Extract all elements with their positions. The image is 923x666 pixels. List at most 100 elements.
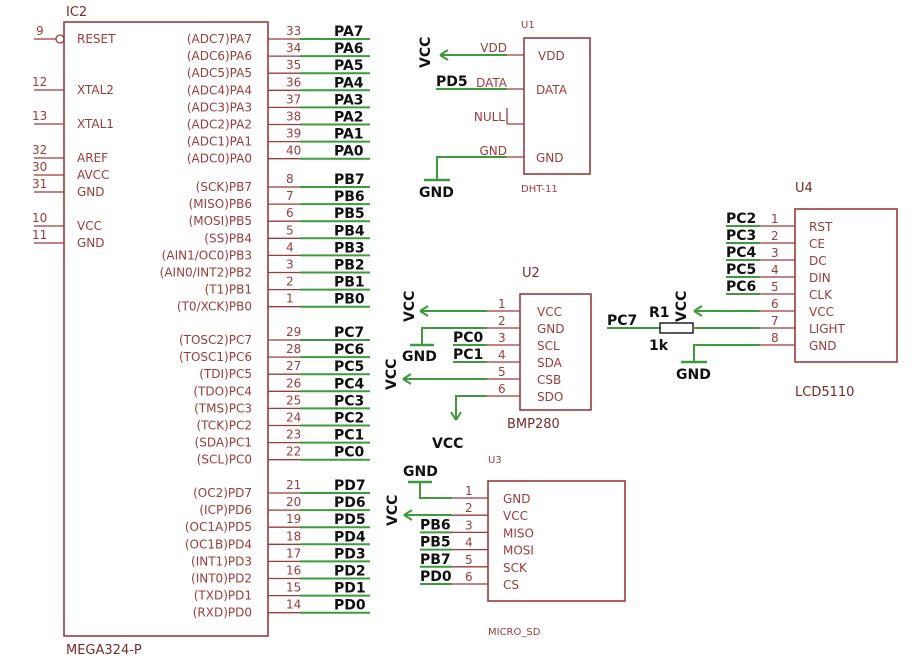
u1-vcc-net: VCC (418, 37, 434, 68)
u4-pin-number: 4 (771, 263, 779, 277)
ic2-pin-label: (T0/XCK)PB0 (177, 300, 252, 314)
net-label: PC6 (726, 279, 756, 295)
ic2-pin-label: AVCC (77, 168, 109, 182)
net-label: PA5 (334, 58, 364, 74)
net-label: PB5 (334, 206, 365, 222)
ic2-pin-label: (ADC1)PA1 (187, 135, 252, 149)
ic2-pin-number: 4 (286, 240, 294, 254)
ic2-pin-label: (ADC4)PA4 (187, 83, 252, 97)
ic2-pin-number: 10 (32, 211, 47, 225)
net-label: PA3 (334, 92, 364, 108)
u3-pin-number: 3 (465, 518, 473, 532)
net-label: PB6 (334, 189, 365, 205)
u3-vcc-net: VCC (385, 495, 401, 526)
u3-pin-number: 5 (465, 553, 473, 567)
u2-vcc-net: VCC (402, 291, 418, 322)
ic2-pin-label: (ADC5)PA5 (187, 66, 252, 80)
u4-pin-label: CE (809, 237, 825, 251)
ic2-pin-number: 31 (32, 177, 47, 191)
ic2-left-pin: 9 RESET (34, 24, 116, 46)
ic2-pin-number: 17 (286, 546, 301, 560)
ic2-pin-number: 35 (286, 58, 301, 72)
ic2-pin-label: (SCL)PC0 (197, 453, 252, 467)
ic2-left-pin: 32 AREF (32, 143, 108, 165)
u3-pin-label: GND (503, 492, 531, 506)
ic2-pin-number: 2 (286, 275, 294, 289)
ic2-pin-label: (AIN0/INT2)PB2 (160, 266, 252, 280)
r1-name: R1 (649, 305, 670, 321)
u4-pin-label: GND (809, 339, 837, 353)
net-label: PC3 (726, 228, 756, 244)
ic2-pin-number: 29 (286, 325, 301, 339)
ic2-pin-number: 27 (286, 359, 301, 373)
ic2-value: MEGA324-P (66, 643, 142, 658)
u3-pin-number: 2 (465, 501, 473, 515)
u3-pin-label: MOSI (503, 544, 534, 558)
u1-pin-label: VDD (538, 49, 565, 63)
ic2-pin-number: 14 (286, 598, 301, 612)
u4-gnd-net: GND (676, 367, 711, 383)
ic2-pin-number: 21 (286, 478, 301, 492)
r1-resistor: PC7 R1 1k (607, 305, 760, 354)
u2-pin-number: 1 (498, 297, 506, 311)
u3-name: U3 (488, 455, 502, 466)
ic2-pin-label: VCC (77, 219, 102, 233)
ic2-pin-label: (SCK)PB7 (196, 180, 252, 194)
net-label: PB6 (420, 517, 451, 533)
ic2-pin-label: (AIN1/OC0)PB3 (162, 248, 252, 262)
net-label: PB2 (334, 258, 365, 274)
ic2-pin-label: GND (77, 236, 105, 250)
ic2-pin-label: (TOSC1)PC6 (179, 350, 252, 364)
ic2-pin-number: 15 (286, 581, 301, 595)
net-label: PB7 (420, 552, 451, 568)
ic2-right-pin: (ADC5)PA5 35 PA5 (187, 58, 370, 80)
net-label: PC1 (334, 428, 364, 444)
resistor-icon (659, 322, 694, 334)
r1-value: 1k (649, 338, 669, 354)
net-label: PC0 (334, 445, 365, 461)
ic2-pin-label: (ICP)PD6 (199, 503, 252, 517)
net-label: PC4 (334, 376, 365, 392)
u3-microsd-module: U3 MICRO_SD 1GND2VCC3MISOPB64MOSIPB55SCK… (385, 455, 626, 638)
u2-sdo-wire (455, 395, 487, 420)
ic2-pin-number: 7 (286, 189, 294, 203)
u3-pin-label: MISO (503, 526, 534, 540)
u4-pin-label: RST (809, 220, 833, 234)
ic2-pin-number: 24 (286, 411, 301, 425)
u4-pin-number: 7 (771, 314, 779, 328)
ic2-pin-number: 33 (286, 24, 301, 38)
u1-pin-name: GND (479, 144, 507, 158)
net-label: PA1 (334, 127, 364, 143)
ic2-pin-number: 28 (286, 342, 301, 356)
u2-csb-vcc-net: VCC (384, 359, 400, 390)
u2-pin-label: SDA (537, 356, 563, 370)
ic2-pin-label: (INT1)PD3 (191, 554, 252, 568)
ic2-pin-number: 20 (286, 495, 301, 509)
u1-gnd-net: GND (419, 185, 454, 201)
net-label: PA7 (334, 24, 364, 40)
ic2-microcontroller: IC2 MEGA324-P 9 RESET 12 XTAL2 13 XTAL1 … (32, 5, 370, 658)
ic2-pin-label: (SDA)PC1 (195, 436, 252, 450)
u4-pin-number: 6 (771, 297, 779, 311)
ic2-pin-label: (TOSC2)PC7 (179, 333, 252, 347)
u4-lcd5110-display: U4 LCD5110 1RSTPC22CEPC33DCPC44DINPC55CL… (674, 181, 898, 400)
ic2-pin-number: 34 (286, 41, 301, 55)
